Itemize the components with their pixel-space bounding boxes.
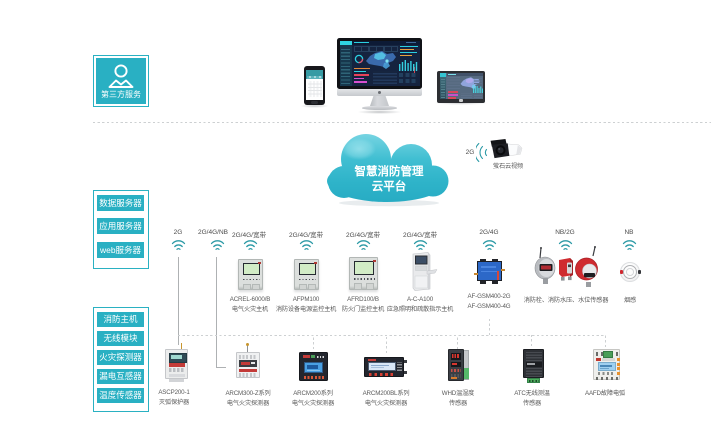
svg-text:云平台: 云平台 <box>372 179 407 193</box>
svg-text:智慧消防管理: 智慧消防管理 <box>355 164 424 178</box>
